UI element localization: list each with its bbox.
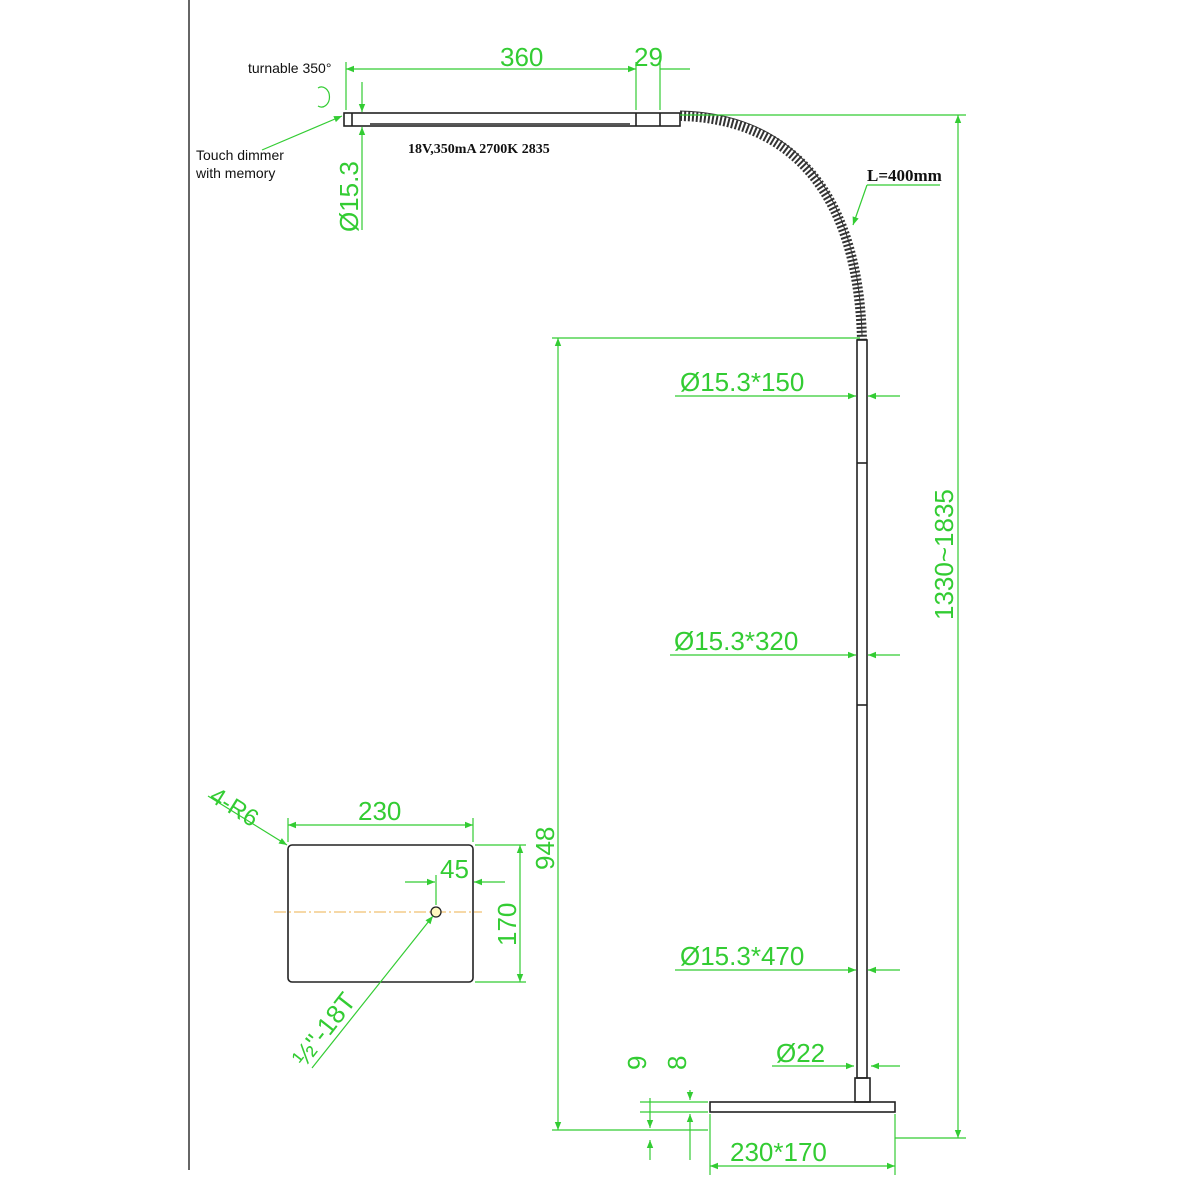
- head-length-label: 360: [500, 42, 543, 72]
- base-plate: [709, 1101, 896, 1113]
- dim-8-label: 8: [662, 1056, 692, 1070]
- thread-label: ½"-18T: [286, 987, 362, 1072]
- pole-dimensions: [670, 392, 900, 1070]
- gooseneck-length-label: L=400mm: [867, 166, 942, 185]
- segment1-label: Ø15.3*150: [680, 367, 804, 397]
- mounting-hole: [430, 906, 442, 918]
- offset-label: 29: [634, 42, 663, 72]
- base-width-label: 230: [358, 796, 401, 826]
- head-diameter-label: Ø15.3: [334, 161, 364, 232]
- base-size-label: 230*170: [730, 1137, 827, 1167]
- height-range-label: 1330~1835: [929, 489, 959, 620]
- segment3-label: Ø15.3*470: [680, 941, 804, 971]
- rotation-icon: [317, 86, 331, 108]
- gooseneck: [679, 111, 867, 341]
- segment2-label: Ø15.3*320: [674, 626, 798, 656]
- base-height-label: 170: [492, 903, 522, 946]
- collar-label: Ø22: [776, 1038, 825, 1068]
- hole-offset-label: 45: [440, 854, 469, 884]
- dimmer-note-line1: Touch dimmer: [196, 147, 284, 163]
- neck-height-label: 948: [530, 827, 560, 870]
- head-spec: 18V,350mA 2700K 2835: [408, 142, 550, 157]
- dimmer-leader: [261, 115, 343, 151]
- dimmer-note-line2: with memory: [195, 165, 275, 181]
- rotation-note: turnable 350°: [248, 60, 331, 76]
- dim-9-label: 9: [622, 1056, 652, 1070]
- lamp-head: [343, 112, 681, 127]
- pole: [709, 339, 896, 1113]
